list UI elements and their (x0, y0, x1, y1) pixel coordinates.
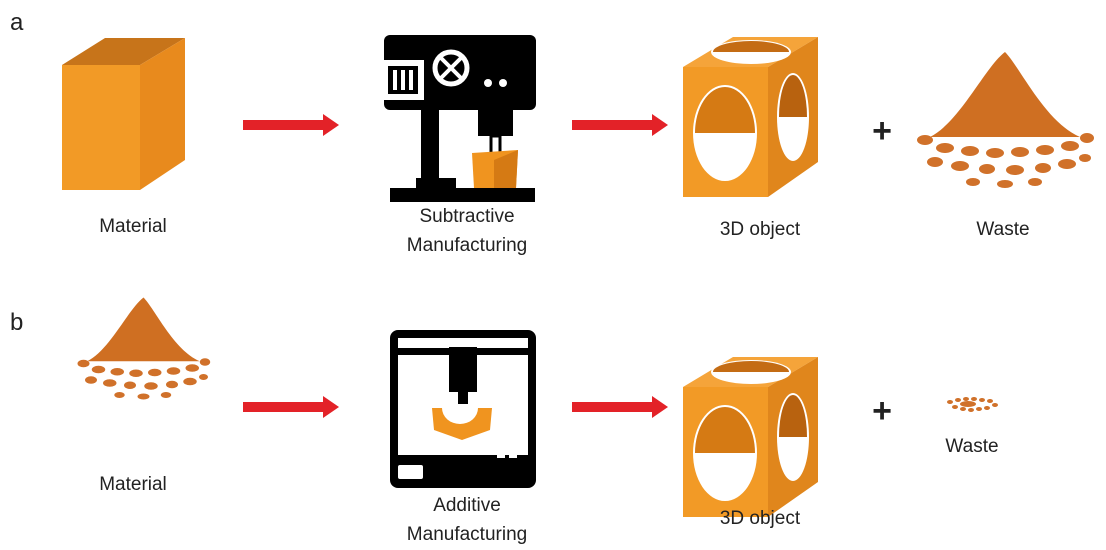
input-label: Material (99, 216, 167, 237)
panel-b: b Material Additive Manufacturing 3D obj… (10, 297, 999, 545)
small-waste-icon (947, 397, 998, 412)
input-label: Material (99, 474, 167, 495)
drill-press-icon (384, 35, 536, 202)
arrow-icon (572, 396, 668, 418)
3d-printer-icon (390, 330, 536, 488)
panel-letter: b (10, 309, 23, 336)
panel-letter: a (10, 9, 24, 36)
material-block-icon (62, 38, 185, 190)
output-label: 3D object (720, 508, 801, 529)
output-label: 3D object (720, 219, 801, 240)
process-label-line2: Manufacturing (407, 235, 527, 256)
material-powder-icon (77, 297, 211, 400)
arrow-icon (243, 114, 339, 136)
arrow-icon (572, 114, 668, 136)
plus-sign: + (872, 392, 892, 430)
3d-object-icon (683, 37, 818, 197)
waste-label: Waste (945, 436, 998, 457)
arrow-icon (243, 396, 339, 418)
panel-a: a Material Subtractive Manufacturing 3D … (10, 9, 1094, 256)
plus-sign: + (872, 112, 892, 150)
process-label-line1: Subtractive (419, 206, 514, 227)
process-label-line2: Manufacturing (407, 524, 527, 545)
process-label-line1: Additive (433, 495, 501, 516)
3d-object-icon (683, 357, 818, 517)
waste-powder-icon (917, 52, 1094, 188)
waste-label: Waste (976, 219, 1029, 240)
